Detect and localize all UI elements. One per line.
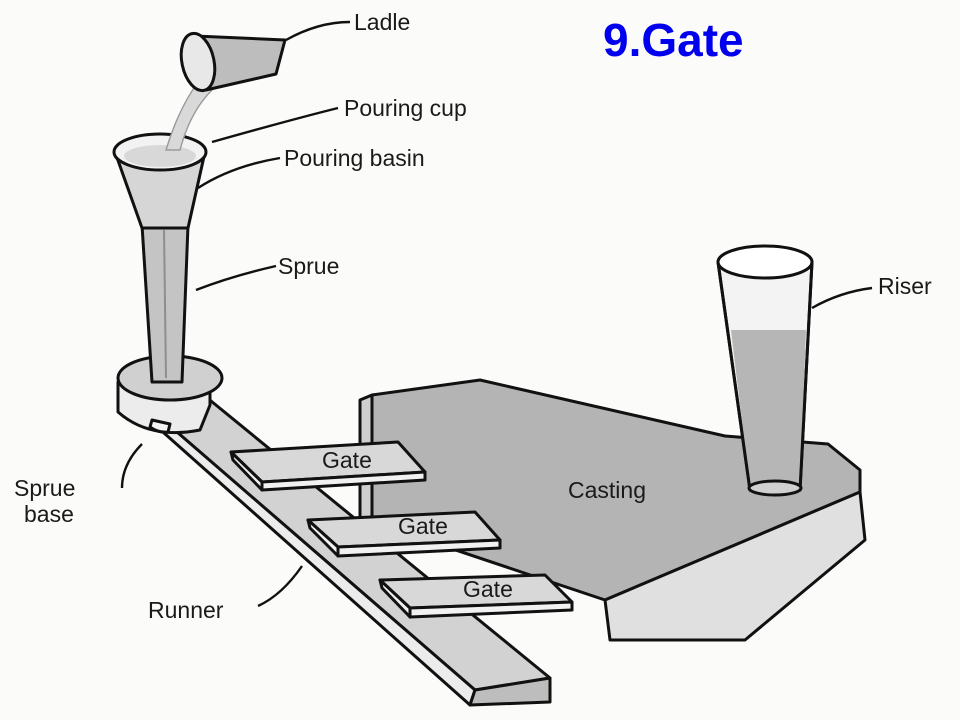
label-runner: Runner — [148, 597, 224, 623]
label-riser: Riser — [878, 273, 932, 299]
label-gate-2: Gate — [398, 513, 448, 539]
label-sprue: Sprue — [278, 253, 339, 279]
label-gate-1: Gate — [322, 447, 372, 473]
pouring-basin — [112, 132, 208, 230]
label-sprue-base-line2: base — [24, 501, 74, 527]
label-casting: Casting — [568, 477, 646, 503]
label-pouring-basin: Pouring basin — [284, 145, 425, 171]
pouring-stream — [165, 81, 214, 151]
gate-1 — [229, 440, 427, 492]
label-ladle: Ladle — [354, 9, 410, 35]
label-gate-3: Gate — [463, 576, 513, 602]
page-title: 9.Gate — [603, 14, 744, 66]
label-sprue-base-line1: Sprue — [14, 475, 75, 501]
gate-3 — [378, 573, 574, 619]
ladle — [179, 31, 287, 93]
gate-2 — [306, 510, 502, 558]
label-pouring-cup: Pouring cup — [344, 95, 467, 121]
leader-lines — [120, 20, 873, 608]
riser — [716, 244, 814, 497]
